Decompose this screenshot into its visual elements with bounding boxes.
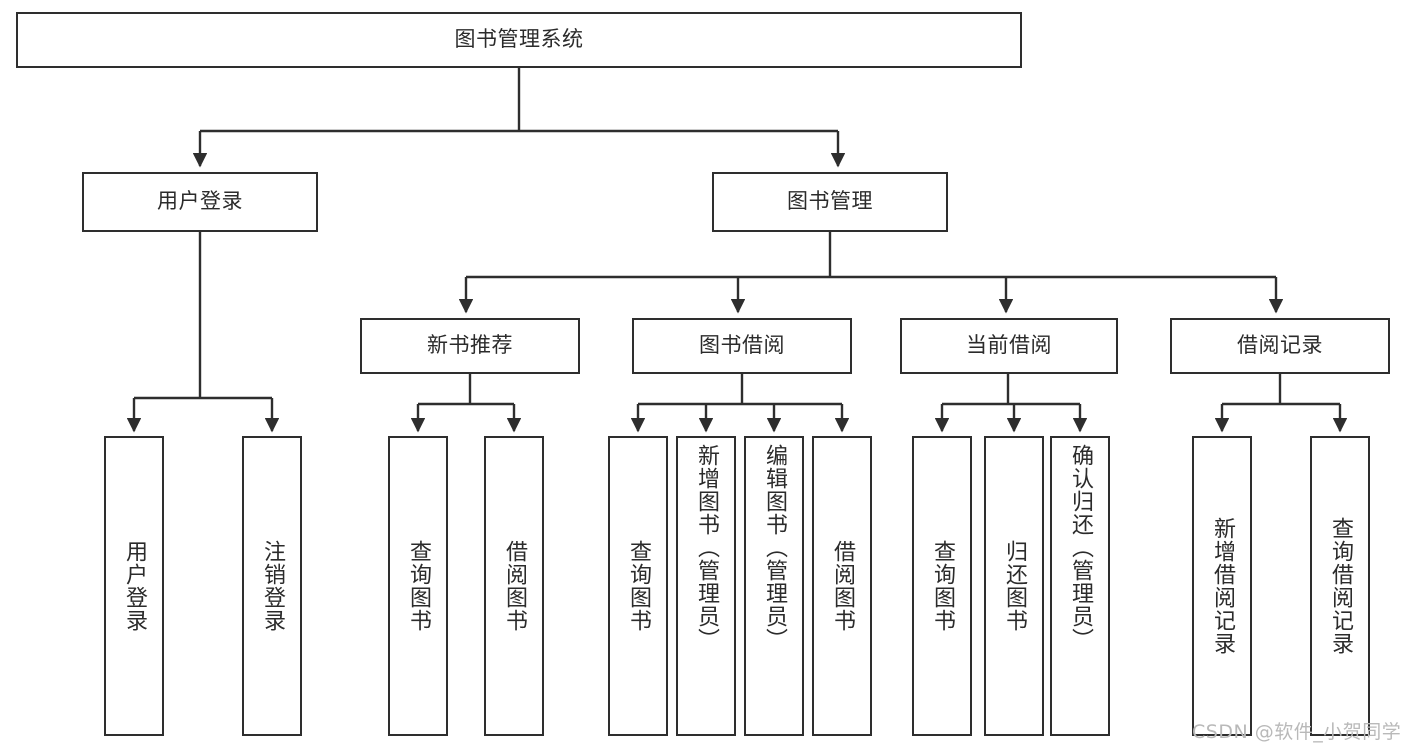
node-label: 查询图书 bbox=[405, 540, 431, 632]
node-label: 用户登录 bbox=[121, 540, 147, 632]
node-label: 当前借阅 bbox=[966, 333, 1052, 358]
node-leaf-add-borrow-record[interactable]: 新增借阅记录 bbox=[1192, 436, 1252, 736]
node-leaf-query-book-1[interactable]: 查询图书 bbox=[388, 436, 448, 736]
node-new-book-recommend[interactable]: 新书推荐 bbox=[360, 318, 580, 374]
node-leaf-logout[interactable]: 注销登录 bbox=[242, 436, 302, 736]
node-leaf-confirm-return-admin[interactable]: 确认归还（管理员） bbox=[1050, 436, 1110, 736]
node-leaf-query-book-3[interactable]: 查询图书 bbox=[912, 436, 972, 736]
node-label: 借阅图书 bbox=[501, 540, 527, 632]
node-label: 图书管理系统 bbox=[454, 27, 584, 52]
node-label: 新增借阅记录 bbox=[1209, 517, 1235, 655]
node-book-borrow[interactable]: 图书借阅 bbox=[632, 318, 852, 374]
node-borrow-record[interactable]: 借阅记录 bbox=[1170, 318, 1390, 374]
node-user-login[interactable]: 用户登录 bbox=[82, 172, 318, 232]
node-label: 编辑图书（管理员） bbox=[761, 444, 787, 651]
node-label: 归还图书 bbox=[1001, 540, 1027, 632]
node-leaf-query-book-2[interactable]: 查询图书 bbox=[608, 436, 668, 736]
node-label: 图书管理 bbox=[787, 189, 873, 214]
node-label: 图书借阅 bbox=[699, 333, 785, 358]
node-label: 查询借阅记录 bbox=[1327, 517, 1353, 655]
node-leaf-borrow-book-2[interactable]: 借阅图书 bbox=[812, 436, 872, 736]
node-label: 查询图书 bbox=[625, 540, 651, 632]
node-label: 新增图书（管理员） bbox=[693, 444, 719, 651]
node-label: 用户登录 bbox=[157, 189, 243, 214]
node-system-root[interactable]: 图书管理系统 bbox=[16, 12, 1022, 68]
node-label: 查询图书 bbox=[929, 540, 955, 632]
node-leaf-return-book[interactable]: 归还图书 bbox=[984, 436, 1044, 736]
node-label: 确认归还（管理员） bbox=[1067, 444, 1093, 651]
node-leaf-query-borrow-record[interactable]: 查询借阅记录 bbox=[1310, 436, 1370, 736]
node-book-management[interactable]: 图书管理 bbox=[712, 172, 948, 232]
node-leaf-user-login[interactable]: 用户登录 bbox=[104, 436, 164, 736]
node-label: 借阅图书 bbox=[829, 540, 855, 632]
node-current-borrow[interactable]: 当前借阅 bbox=[900, 318, 1118, 374]
node-label: 新书推荐 bbox=[427, 333, 513, 358]
node-leaf-edit-book-admin[interactable]: 编辑图书（管理员） bbox=[744, 436, 804, 736]
node-leaf-borrow-book-1[interactable]: 借阅图书 bbox=[484, 436, 544, 736]
node-leaf-add-book-admin[interactable]: 新增图书（管理员） bbox=[676, 436, 736, 736]
node-label: 注销登录 bbox=[259, 540, 285, 632]
node-label: 借阅记录 bbox=[1237, 333, 1323, 358]
